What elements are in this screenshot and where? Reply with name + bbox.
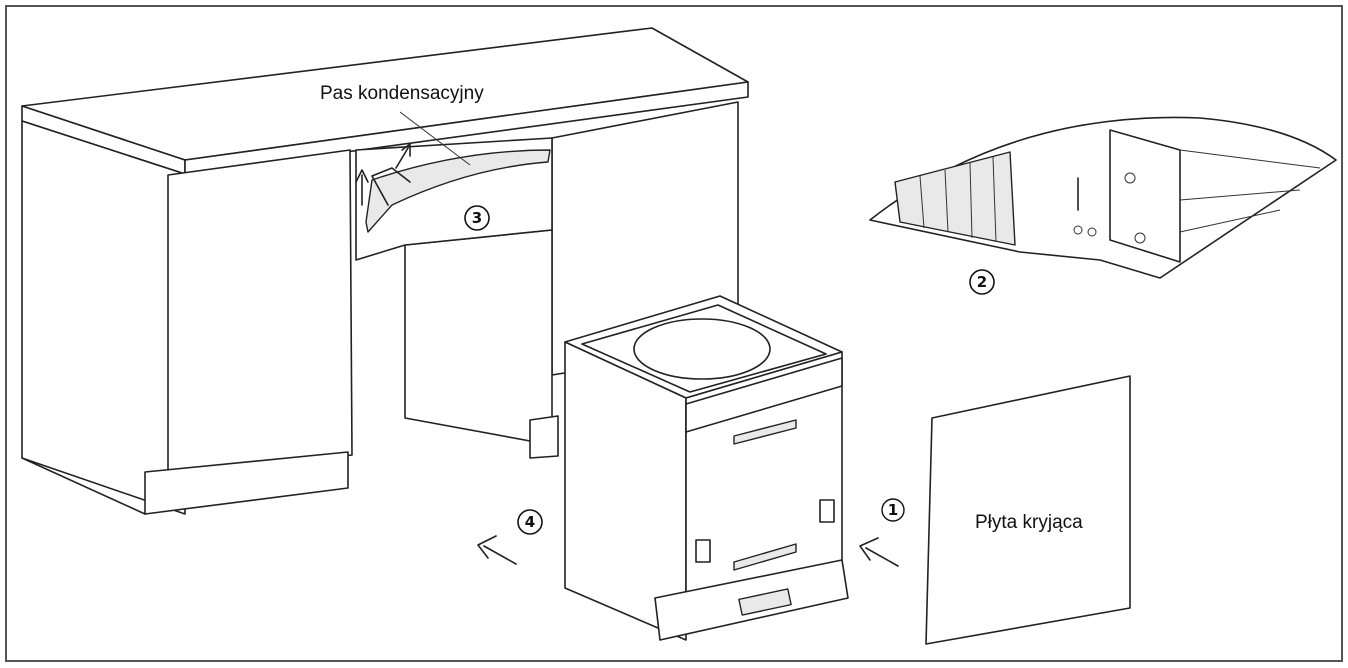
diagram-frame [5,5,1343,662]
step-number-4: 4 [525,513,535,531]
step-number-1: 1 [888,501,898,519]
step-marker-4: 4 [517,509,543,535]
arrow-step4 [477,535,517,565]
step-number-3: 3 [472,209,482,227]
step-number-2: 2 [977,273,987,291]
step-marker-3: 3 [464,205,490,231]
detail-view [869,116,1337,279]
arrow-step1 [859,537,899,567]
step-marker-2: 2 [969,269,995,295]
cover-panel [925,375,1131,645]
condensation-strip-label: Pas kondensacyjny [320,83,484,104]
dishwasher [564,295,849,641]
cover-panel-label: Płyta kryjąca [975,512,1083,533]
step-marker-1: 1 [881,498,905,522]
